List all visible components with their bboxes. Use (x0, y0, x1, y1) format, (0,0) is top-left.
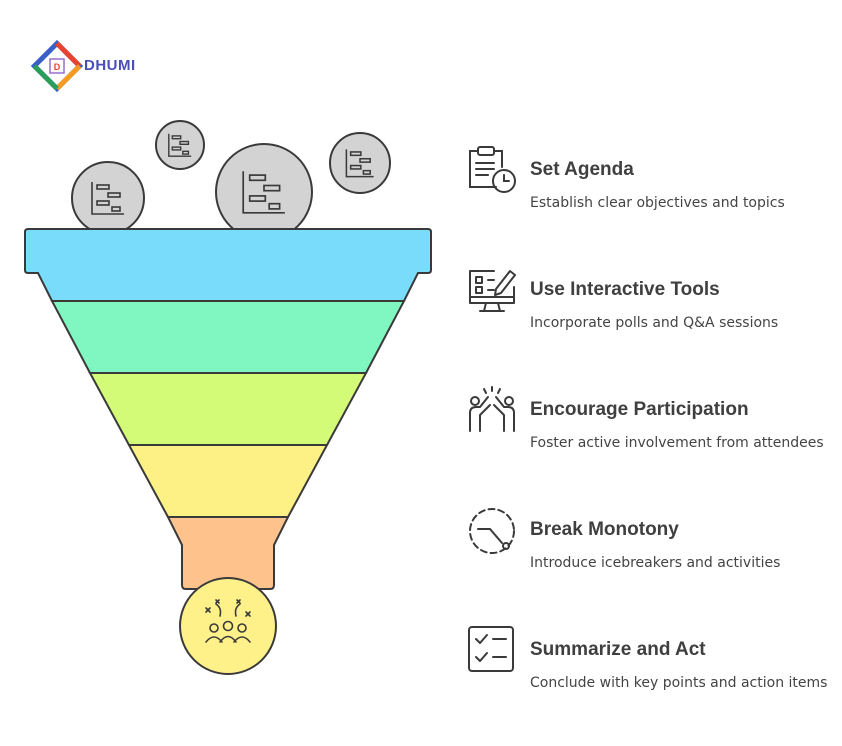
dhumi-logo-icon: D (30, 39, 84, 93)
team-celebration-icon (205, 599, 251, 643)
monitor-checklist-pencil-icon (469, 270, 516, 312)
step-summarize-and-act: Summarize and Act Conclude with key poin… (466, 625, 836, 705)
funnel-band-3 (88, 372, 368, 446)
funnel-band-1 (24, 228, 432, 302)
funnel-band-4 (127, 444, 329, 518)
step-description: Introduce icebreakers and activities (530, 555, 781, 571)
checklist-icon (468, 626, 514, 672)
input-circle-4 (329, 132, 391, 194)
step-title: Summarize and Act (530, 639, 706, 660)
step-title: Set Agenda (530, 159, 634, 180)
step-title: Use Interactive Tools (530, 279, 720, 300)
input-circle-2 (155, 120, 205, 170)
gantt-chart-icon (91, 182, 124, 215)
high-five-icon (469, 386, 515, 432)
input-circle-1 (71, 161, 145, 235)
svg-text:D: D (54, 62, 61, 72)
gantt-chart-icon (345, 149, 374, 178)
gantt-chart-icon (168, 133, 192, 157)
step-use-interactive-tools: Use Interactive Tools Incorporate polls … (466, 265, 836, 345)
input-circle-3 (215, 143, 313, 241)
step-break-monotony: Break Monotony Introduce icebreakers and… (466, 505, 836, 585)
gantt-chart-icon (242, 171, 285, 214)
step-description: Foster active involvement from attendees (530, 435, 824, 451)
clipboard-clock-icon (469, 146, 516, 193)
step-description: Incorporate polls and Q&A sessions (530, 315, 779, 331)
step-encourage-participation: Encourage Participation Foster active in… (466, 385, 836, 465)
logo-text: DHUMI (84, 57, 136, 74)
step-set-agenda: Set Agenda Establish clear objectives an… (466, 145, 836, 225)
dashed-circle-path-icon (469, 508, 515, 554)
step-title: Encourage Participation (530, 399, 749, 420)
funnel-band-2 (50, 300, 406, 374)
step-description: Conclude with key points and action item… (530, 675, 828, 691)
output-circle (179, 577, 277, 675)
step-title: Break Monotony (530, 519, 679, 540)
step-description: Establish clear objectives and topics (530, 195, 785, 211)
funnel-band-5 (166, 516, 290, 590)
